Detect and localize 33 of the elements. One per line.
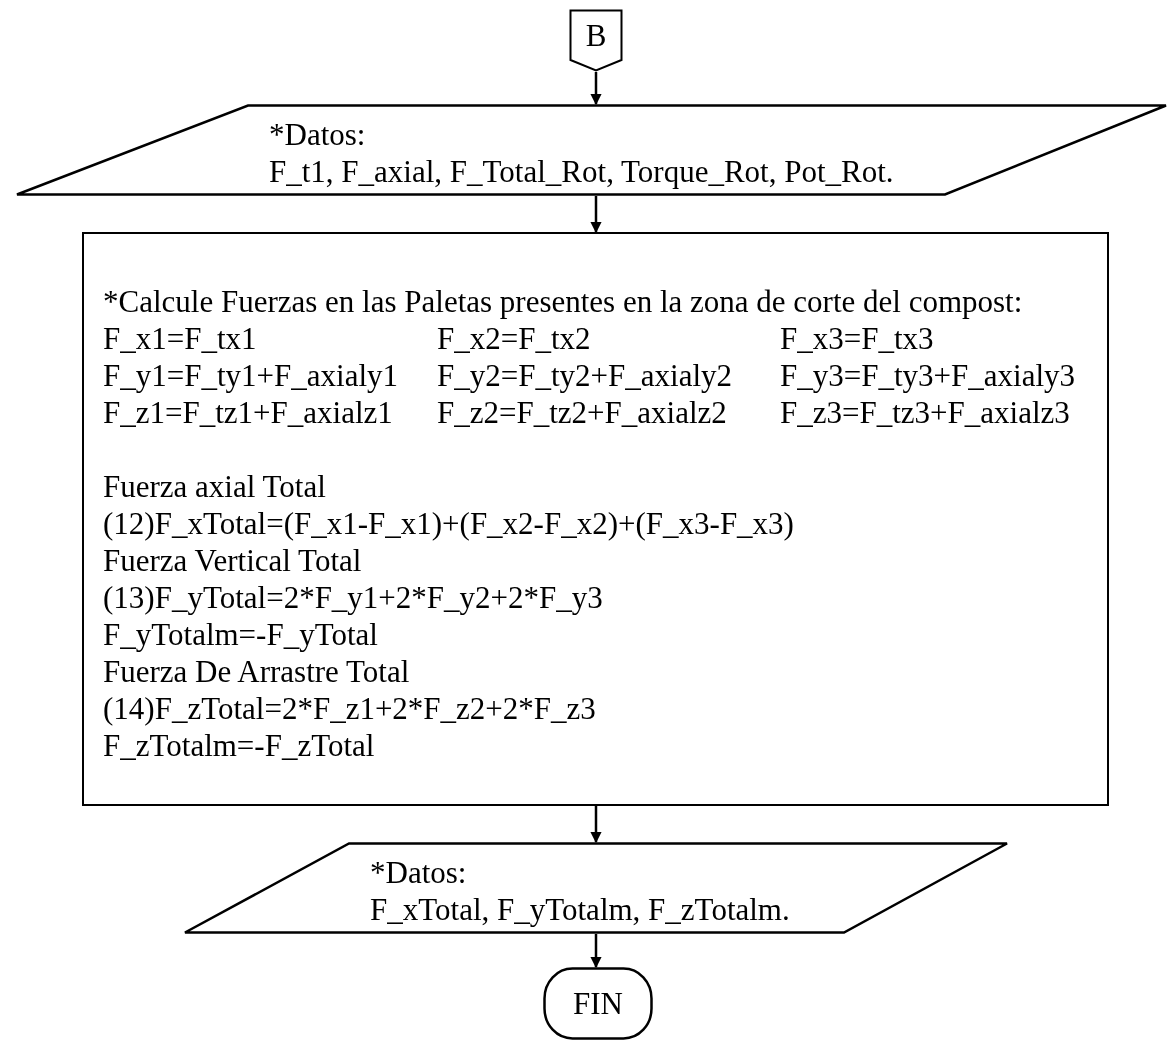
data-parallelogram	[183, 842, 1009, 934]
terminator	[543, 967, 653, 1040]
arrow	[590, 934, 602, 969]
node-text: F_y2=F_ty2+F_axialy2	[437, 357, 734, 394]
node-text: F_y1=F_ty1+F_axialy1	[103, 357, 400, 394]
data-parallelogram	[15, 104, 1168, 196]
node-text: FIN	[573, 985, 623, 1022]
node-text: Fuerza axial Total	[103, 468, 327, 505]
node-text: *Calcule Fuerzas en las Paletas presentes en la zona de corte del compost:	[103, 283, 1024, 320]
node-text: F_yTotalm=-F_yTotal	[103, 616, 379, 653]
arrow	[590, 72, 602, 106]
node-text: (14)F_zTotal=2*F_z1+2*F_z2+2*F_z3	[103, 690, 597, 727]
node-text: Fuerza Vertical Total	[103, 542, 363, 579]
process-box	[82, 232, 1109, 806]
node-text: F_z1=F_tz1+F_axialz1	[103, 394, 394, 431]
node-text: F_x3=F_tx3	[780, 320, 935, 357]
node-text: (12)F_xTotal=(F_x1-F_x1)+(F_x2-F_x2)+(F_x3-F_x3)	[103, 505, 795, 542]
node-text: F_x2=F_tx2	[437, 320, 592, 357]
offpage-connector	[569, 9, 623, 72]
node-text: F_x1=F_tx1	[103, 320, 258, 357]
node-text: F_z3=F_tz3+F_axialz3	[780, 394, 1071, 431]
node-text: F_t1, F_axial, F_Total_Rot, Torque_Rot, Pot_Rot.	[269, 153, 894, 190]
arrow	[590, 196, 602, 234]
node-text: F_xTotal, F_yTotalm, F_zTotalm.	[370, 891, 790, 928]
node-text: F_y3=F_ty3+F_axialy3	[780, 357, 1076, 394]
node-text: *Datos:	[370, 854, 468, 891]
node-text: F_zTotalm=-F_zTotal	[103, 727, 376, 764]
node-text: *Datos:	[269, 116, 367, 153]
node-text: (13)F_yTotal=2*F_y1+2*F_y2+2*F_y3	[103, 579, 604, 616]
node-text: F_z2=F_tz2+F_axialz2	[437, 394, 728, 431]
arrow	[590, 806, 602, 844]
node-text: Fuerza De Arrastre Total	[103, 653, 411, 690]
node-text: B	[585, 17, 607, 54]
